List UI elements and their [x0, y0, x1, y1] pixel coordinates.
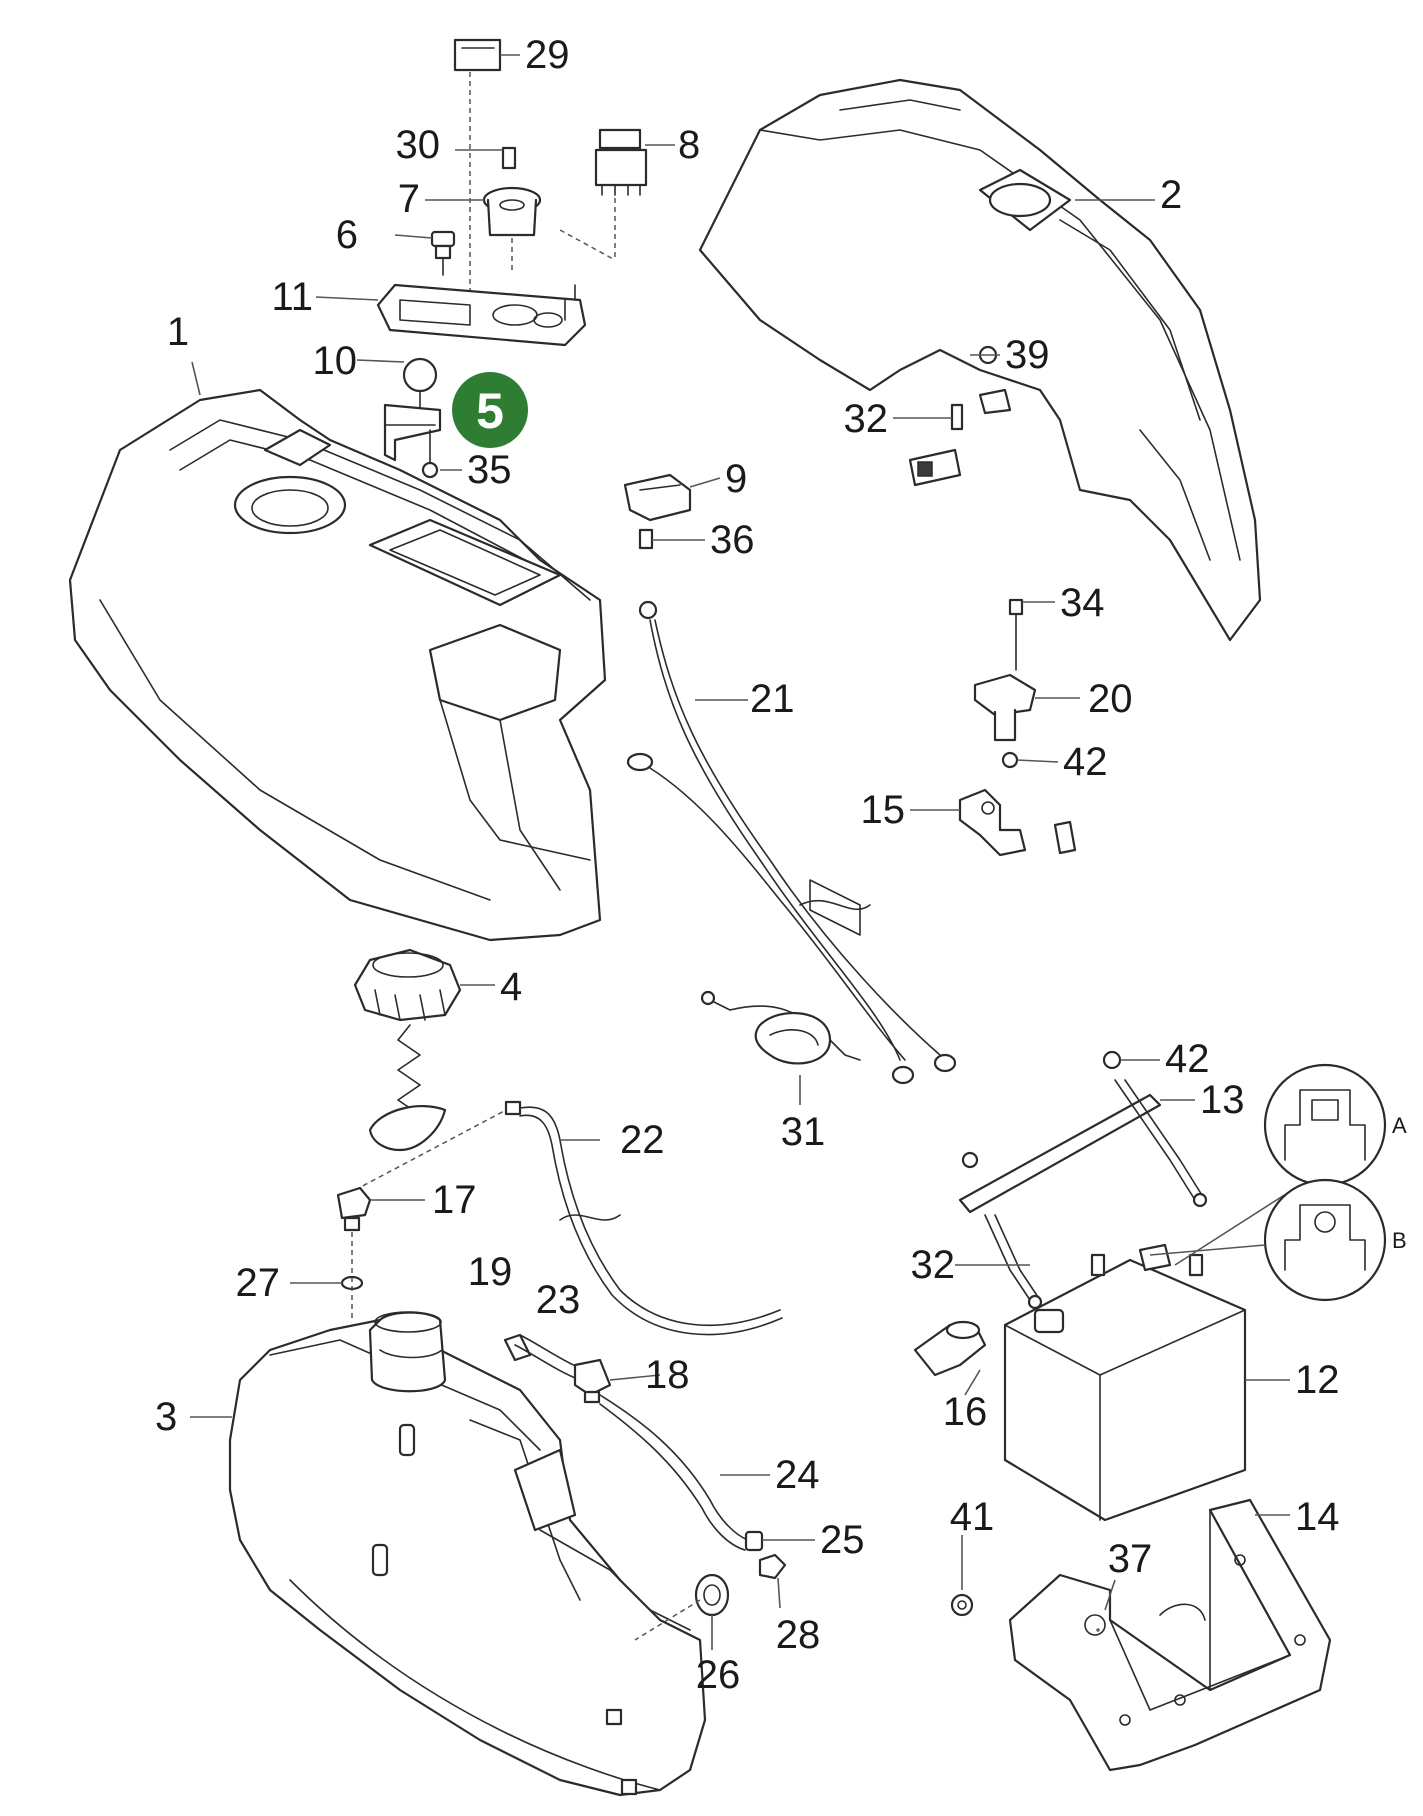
- callout-22: 22: [620, 1118, 665, 1162]
- detail-label-a: A: [1392, 1113, 1407, 1138]
- part-20-holder: [973, 673, 1037, 742]
- part-9-connector: [623, 473, 692, 522]
- callout-4: 4: [500, 965, 522, 1009]
- callout-11: 11: [271, 275, 313, 319]
- callout-32-lower: 32: [911, 1243, 956, 1287]
- callout-9: 9: [725, 457, 747, 501]
- callout-36: 36: [710, 518, 755, 562]
- callout-8: 8: [678, 123, 700, 167]
- callout-13: 13: [1200, 1078, 1245, 1122]
- rear-switch-block: [908, 448, 962, 487]
- part-5-bracket: [383, 403, 442, 462]
- detail-label-b: B: [1392, 1228, 1407, 1253]
- callout-42-lower: 42: [1165, 1037, 1210, 1081]
- part-10-lever: [402, 357, 438, 421]
- badge-circle: [452, 372, 528, 448]
- part-37-bolt: [1096, 1628, 1100, 1632]
- part-14-battery-tray: [1008, 1498, 1332, 1772]
- part-35-bolt: [421, 429, 439, 479]
- part-32-screw-upper: [950, 403, 964, 431]
- callout-23: 23: [536, 1278, 581, 1322]
- leader-lines: [190, 54, 1290, 1650]
- callout-31: 31: [781, 1110, 826, 1154]
- part-25-clamp: [744, 1530, 764, 1552]
- part-6-knob: [430, 230, 456, 276]
- callout-27: 27: [236, 1261, 281, 1305]
- part-36-pin: [638, 528, 654, 550]
- part-18-valve: [573, 1358, 612, 1404]
- callout-1: 1: [167, 310, 189, 354]
- part-13-hold-down-bar: [958, 1079, 1208, 1310]
- part-15-terminal: [958, 788, 1077, 857]
- callout-32-upper: 32: [844, 397, 889, 441]
- part-19-clip: [503, 1333, 532, 1362]
- part-24-hose: [599, 1394, 749, 1551]
- callout-37: 37: [1108, 1537, 1153, 1581]
- part-42-nut-upper: [1001, 751, 1019, 769]
- part-16-terminal-cover: [913, 1320, 987, 1377]
- callout-6: 6: [336, 213, 358, 257]
- part-12-battery: [1003, 1243, 1247, 1522]
- part-17-fitting: [336, 1186, 372, 1232]
- part-30-clip: [501, 146, 517, 170]
- part-2-rear-console: [698, 78, 1262, 642]
- highlight-badge: 5: [452, 372, 528, 448]
- part-11-switch-panel: [376, 283, 587, 347]
- part-1-front-console: [68, 388, 607, 942]
- callout-3: 3: [155, 1395, 177, 1439]
- callout-16: 16: [943, 1390, 988, 1434]
- part-31-ground-cable: [700, 990, 861, 1065]
- callout-17: 17: [432, 1178, 477, 1222]
- part-29-switch-cap: [453, 38, 502, 72]
- callout-26: 26: [696, 1653, 741, 1697]
- callout-29: 29: [525, 33, 570, 77]
- callout-42-upper: 42: [1063, 740, 1108, 784]
- callout-39: 39: [1005, 333, 1050, 377]
- part-7-ignition-switch: [482, 186, 542, 237]
- badge-label: 5: [476, 383, 504, 439]
- callout-18: 18: [645, 1353, 690, 1397]
- callout-2: 2: [1160, 173, 1182, 217]
- callout-24: 24: [775, 1453, 820, 1497]
- part-42-nut-lower: [1102, 1050, 1122, 1070]
- part-28-fitting: [758, 1553, 787, 1580]
- callout-12: 12: [1295, 1358, 1340, 1402]
- part-4-fuel-cap: [353, 948, 462, 1152]
- callout-15: 15: [861, 788, 906, 832]
- part-41-nut: [950, 1593, 974, 1617]
- part-34-bolt: [1008, 598, 1024, 671]
- callout-41: 41: [950, 1495, 995, 1539]
- callout-19: 19: [468, 1250, 513, 1294]
- callout-34: 34: [1060, 581, 1105, 625]
- part-3-fuel-tank: [228, 1311, 707, 1797]
- callout-10: 10: [313, 339, 358, 383]
- detail-view-b: [1149, 1178, 1387, 1302]
- part-27-washer: [340, 1232, 364, 1320]
- callout-7: 7: [398, 177, 420, 221]
- part-22-vent-hose: [504, 1100, 783, 1336]
- callout-28: 28: [776, 1613, 821, 1657]
- part-21-cable-harness: [626, 600, 957, 1085]
- callout-14: 14: [1295, 1495, 1340, 1539]
- callout-25: 25: [820, 1518, 865, 1562]
- callout-labels: 1 2 3 4 6 7 8 9 10 11 12 13 14 15 16 17 …: [155, 33, 1407, 1697]
- callout-35: 35: [467, 448, 512, 492]
- callout-30: 30: [396, 123, 441, 167]
- part-26-grommet: [694, 1573, 730, 1617]
- callout-20: 20: [1088, 677, 1133, 721]
- callout-21: 21: [750, 677, 795, 721]
- part-8-relay: [594, 128, 648, 196]
